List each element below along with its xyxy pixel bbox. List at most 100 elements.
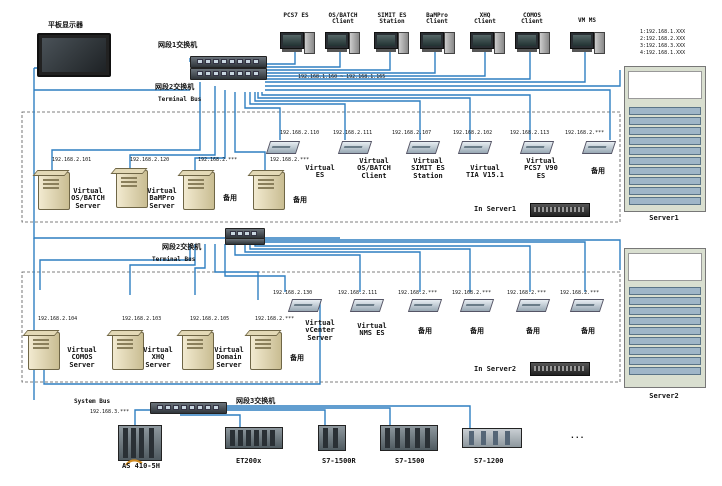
segment1-switch — [190, 56, 267, 68]
virtual-name: 备用 — [581, 327, 595, 335]
virtual-ip: 192.168.2.*** — [452, 290, 492, 296]
virtual-name: 备用 — [470, 327, 484, 335]
virtual-name: 备用 — [418, 327, 432, 335]
virtual-ip: 192.168.2.*** — [398, 290, 438, 296]
in-server1-label: In Server1 — [474, 205, 517, 213]
et200x-icon — [225, 427, 283, 449]
server-ip: 192.168.2.103 — [122, 316, 162, 322]
in-server2-label: In Server2 — [474, 365, 517, 373]
trunk-left — [33, 68, 225, 239]
station-label: COMOS Client — [521, 12, 543, 26]
virtual-name: Virtual ES — [305, 164, 335, 180]
virtual-ip: 192.168.2.111 — [338, 290, 378, 296]
virtual-server-icon — [457, 141, 493, 154]
station-label: BaMPro Client — [426, 12, 448, 26]
virtual-server-icon — [407, 299, 443, 312]
server-tower-icon — [253, 172, 285, 210]
server1-label: Server1 — [649, 214, 679, 222]
more-devices: ... — [570, 431, 585, 440]
server-tower-icon — [38, 172, 70, 210]
cable-icon — [125, 459, 143, 466]
s7-1500-icon — [380, 425, 438, 451]
server-name: Virtual XHQ Server — [143, 346, 173, 369]
server-ip: 192.168.2.*** — [198, 157, 238, 163]
system-bus-label: System Bus — [74, 398, 111, 405]
virtual-ip: 192.168.2.*** — [560, 290, 600, 296]
field-device-label: S7-1200 — [474, 457, 504, 465]
server-name: 备用 — [290, 354, 304, 362]
station-label: VM MS — [577, 17, 597, 24]
segment1-switch-label: 网段1交换机 — [158, 41, 198, 49]
terminal-bus1-label: Terminal Bus — [158, 96, 202, 103]
virtual-name: Virtual TIA V15.1 — [466, 164, 504, 180]
virtual-name: Virtual SIMIT ES Station — [411, 157, 445, 180]
server-name: Virtual COMOS Server — [67, 346, 97, 369]
ip-list-item: 2:192.168.2.XXX — [640, 36, 686, 42]
station-label: OS/BATCH Client — [328, 12, 358, 26]
server2-label: Server2 — [649, 392, 679, 400]
virtual-name: Virtual PCS7 V90 ES — [524, 157, 558, 180]
terminal-bus2-switch-label: 网段2交换机 — [162, 243, 202, 251]
virtual-ip: 192.168.2.102 — [453, 130, 493, 136]
field-device-label: AS 410-5H — [122, 462, 160, 470]
station-label: PCS7 ES — [283, 12, 309, 19]
virtual-ip: 192.168.2.130 — [273, 290, 313, 296]
server-tower-icon — [183, 172, 215, 210]
virtual-name: Virtual vCenter Server — [305, 319, 335, 342]
virtual-server-icon — [265, 141, 301, 154]
field-device-label: ET200x — [236, 457, 262, 465]
rack-server-icon — [530, 362, 590, 376]
server-name: Virtual BaMPro Server — [147, 187, 177, 210]
virtual-server-icon — [459, 299, 495, 312]
server-ip: 192.168.2.101 — [52, 157, 92, 163]
virtual-name: 备用 — [526, 327, 540, 335]
virtual-ip: 192.168.2.107 — [392, 130, 432, 136]
system-bus-ip: 192.168.3.*** — [90, 409, 130, 415]
virtual-ip: 192.168.2.113 — [510, 130, 550, 136]
server-ip: 192.168.2.105 — [190, 316, 230, 322]
server-ip: 192.168.2.*** — [270, 157, 310, 163]
virtual-server-icon — [515, 299, 551, 312]
server2-group-box — [21, 271, 621, 383]
virtual-ip: 192.168.2.111 — [333, 130, 373, 136]
virtual-server-icon — [581, 141, 617, 154]
virtual-ip: 192.168.2.*** — [507, 290, 547, 296]
segment1-ip-range: 192.168.1.160 ~ 192.168.1.165 — [298, 74, 386, 80]
virtual-name: Virtual OS/BATCH Client — [357, 157, 391, 180]
ip-list-item: 3:192.168.3.XXX — [640, 43, 686, 49]
as410-controller-icon — [118, 425, 162, 461]
virtual-server-icon — [519, 141, 555, 154]
server-name: Virtual Domain Server — [214, 346, 244, 369]
server-tower-icon — [250, 332, 282, 370]
server-name: 备用 — [293, 196, 307, 204]
s7-1200-icon — [462, 428, 522, 448]
terminal-bus1-switch-label: 网段2交换机 — [155, 83, 195, 91]
virtual-name: 备用 — [591, 167, 605, 175]
server1-panel — [624, 66, 706, 212]
station-label: SIMIT ES Station — [377, 12, 407, 26]
server-tower-icon — [28, 332, 60, 370]
display-label: 平板显示器 — [48, 21, 83, 29]
server-name: 备用 — [223, 194, 237, 202]
virtual-server-icon — [337, 141, 373, 154]
virtual-ip: 192.168.2.*** — [565, 130, 605, 136]
server-tower-icon — [116, 170, 148, 208]
station-label: XHQ Client — [474, 12, 496, 26]
segment3-switch — [150, 402, 227, 414]
segment2-switch-bottom-base — [225, 238, 265, 245]
server-ip: 192.168.2.*** — [255, 316, 295, 322]
virtual-ip: 192.168.2.110 — [280, 130, 320, 136]
virtual-server-icon — [405, 141, 441, 154]
segment3-switch-label: 网段3交换机 — [236, 397, 276, 405]
s7-1500r-icon — [318, 425, 346, 451]
ip-list-item: 4:192.168.1.XXX — [640, 50, 686, 56]
virtual-server-icon — [569, 299, 605, 312]
field-device-label: S7-1500 — [395, 457, 425, 465]
server-tower-icon — [112, 332, 144, 370]
field-device-label: S7-1500R — [322, 457, 356, 465]
segment2-switch-top — [190, 68, 267, 80]
terminal-bus2-label: Terminal Bus — [152, 256, 196, 263]
virtual-name: Virtual NMS ES — [357, 322, 387, 338]
